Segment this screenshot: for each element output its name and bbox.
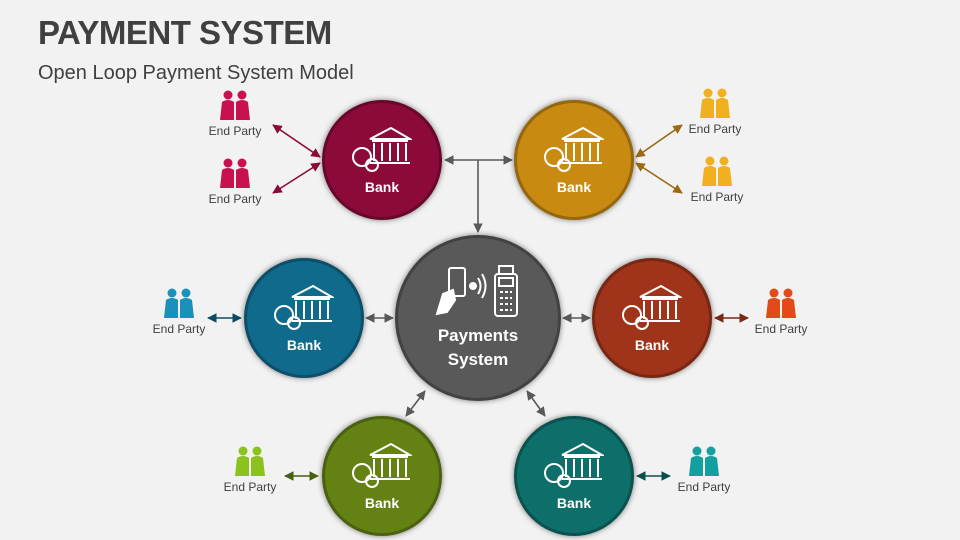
end-party-top-left-2[interactable]: End Party: [195, 158, 275, 206]
bank-icon: [274, 284, 334, 330]
end-party-right[interactable]: End Party: [741, 288, 821, 336]
end-party-top-right-1[interactable]: End Party: [675, 88, 755, 136]
bank-label: Bank: [556, 495, 592, 511]
end-party-left[interactable]: End Party: [139, 288, 219, 336]
people-icon: [766, 288, 796, 318]
people-icon: [164, 288, 194, 318]
people-icon: [700, 88, 730, 118]
bank-label: Bank: [364, 495, 400, 511]
people-icon: [702, 156, 732, 186]
end-party-bottom-right[interactable]: End Party: [664, 446, 744, 494]
page-title: PAYMENT SYSTEM: [38, 14, 332, 51]
bank-label: Bank: [634, 337, 670, 353]
people-icon: [220, 158, 250, 188]
bank-icon: [622, 284, 682, 330]
bank-node-right[interactable]: Bank: [592, 258, 712, 378]
bank-node-top-left[interactable]: Bank: [322, 100, 442, 220]
page-subtitle: Open Loop Payment System Model: [38, 62, 354, 84]
bank-node-bottom-right[interactable]: Bank: [514, 416, 634, 536]
people-icon: [235, 446, 265, 476]
bank-node-top-right[interactable]: Bank: [514, 100, 634, 220]
bank-label: Bank: [286, 337, 322, 353]
end-party-bottom-left[interactable]: End Party: [210, 446, 290, 494]
bank-node-bottom-left[interactable]: Bank: [322, 416, 442, 536]
end-party-top-left-1[interactable]: End Party: [195, 90, 275, 138]
people-icon: [689, 446, 719, 476]
bank-label: Bank: [556, 179, 592, 195]
bank-node-left[interactable]: Bank: [244, 258, 364, 378]
bank-icon: [352, 126, 412, 172]
bank-icon: [544, 442, 604, 488]
bank-icon: [352, 442, 412, 488]
contactless-payment-icon: [435, 265, 518, 317]
end-party-top-right-2[interactable]: End Party: [677, 156, 757, 204]
bank-icon: [544, 126, 604, 172]
bank-label: Bank: [364, 179, 400, 195]
people-icon: [220, 90, 250, 120]
